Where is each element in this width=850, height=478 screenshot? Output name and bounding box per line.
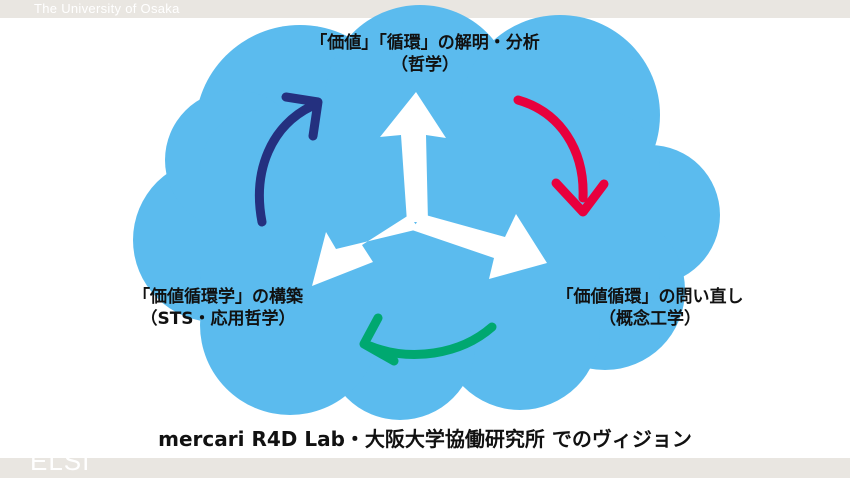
right-node-title: 「価値循環」の問い直し (556, 287, 744, 307)
university-name: The University of Osaka (34, 1, 180, 16)
left-node-title: 「価値循環学」の構築 (133, 287, 303, 307)
vision-caption: mercari R4D Lab・大阪大学協働研究所 でのヴィジョン (158, 427, 692, 451)
red-cycle-arrow (513, 95, 609, 217)
top-node-title: 「価値」「循環」の解明・分析 (310, 33, 540, 53)
arrow-down-right (412, 214, 547, 279)
navy-cycle-arrow (254, 92, 323, 227)
left-node-subtitle: （STS・応用哲学） (140, 309, 296, 329)
bottom-band (0, 458, 850, 478)
green-cycle-arrow (359, 313, 497, 366)
right-node-label: 「価値循環」の問い直し （概念工学） (500, 286, 800, 330)
top-node-label: 「価値」「循環」の解明・分析 （哲学） (275, 32, 575, 76)
center-three-way-arrows (312, 92, 547, 286)
right-node-subtitle: （概念工学） (599, 309, 701, 329)
top-node-subtitle: （哲学） (391, 55, 459, 75)
left-node-label: 「価値循環学」の構築 （STS・応用哲学） (68, 286, 368, 330)
arrow-down-left (312, 215, 419, 286)
elsi-logo: ELSI (30, 446, 91, 476)
arrow-up (380, 92, 446, 222)
